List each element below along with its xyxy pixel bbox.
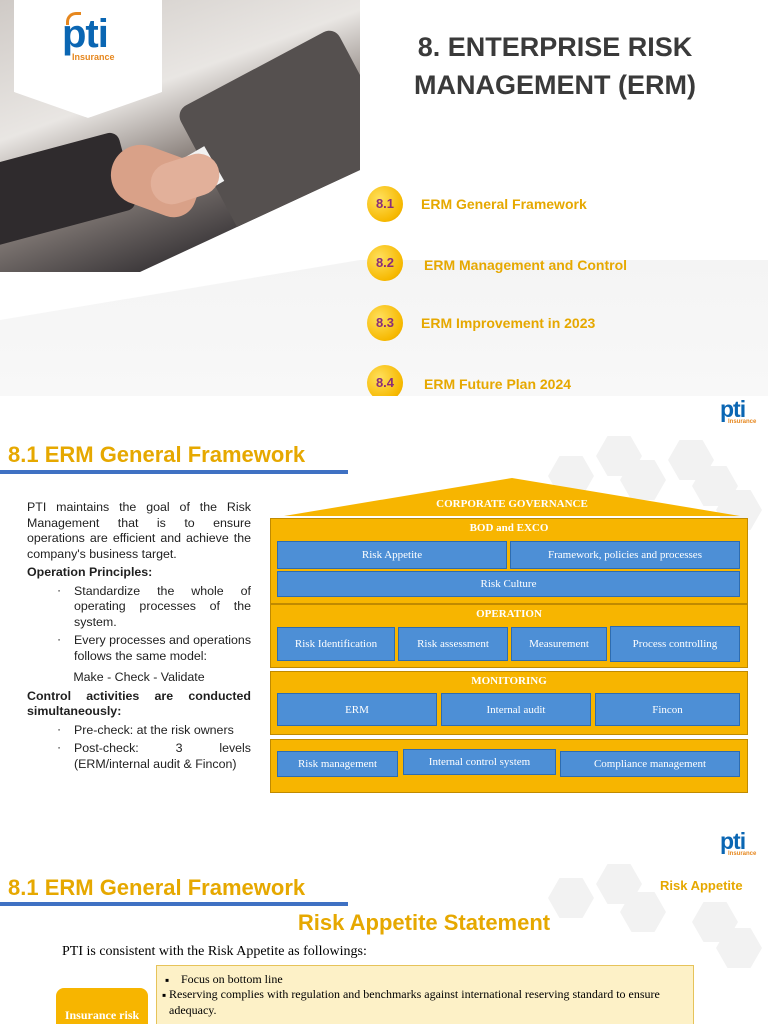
intro-paragraph: PTI maintains the goal of the Risk Manag… — [27, 500, 251, 561]
pti-logo-small: pti Insurance — [720, 396, 757, 426]
logo-subtext: Insurance — [728, 419, 757, 425]
toc-number-8-1[interactable]: 8.1 — [367, 186, 403, 222]
toc-number-8-3[interactable]: 8.3 — [367, 305, 403, 341]
bullet-marker: ▪ — [162, 988, 167, 1002]
section-title: 8.1 ERM General Framework — [8, 442, 306, 467]
risk-management-box: Risk management — [277, 751, 398, 777]
logo-shield — [14, 0, 162, 118]
control-item: Pre-check: at the risk owners — [27, 722, 251, 739]
bullet-item: Reserving complies with regulation and b… — [169, 987, 660, 1017]
toc-item-erm-management-control[interactable]: ERM Management and Control — [424, 257, 628, 273]
corporate-governance-roof — [284, 478, 740, 516]
principle-item: Every processes and operations follows t… — [27, 632, 251, 664]
toc-item-erm-general-framework[interactable]: ERM General Framework — [421, 196, 587, 212]
principles-heading: Operation Principles: — [27, 565, 153, 579]
slide-risk-appetite: pti Insurance 8.1 ERM General Framework … — [0, 828, 768, 1024]
compliance-management-box: Compliance management — [560, 751, 740, 777]
risk-assessment-box: Risk assessment — [398, 627, 508, 661]
toc-number-8-2[interactable]: 8.2 — [367, 245, 403, 281]
control-item: Post-check: 3 levels (ERM/internal audit… — [27, 740, 251, 772]
framework-description: PTI maintains the goal of the Risk Manag… — [27, 500, 251, 772]
risk-appetite-box: ▪ Focus on bottom line ▪ Reserving compl… — [156, 965, 694, 1024]
risk-identification-box: Risk Identification — [277, 627, 395, 661]
risk-appetite-heading: Risk Appetite Statement — [297, 910, 551, 935]
logo-text: pti — [720, 396, 746, 422]
slide-erm-general-framework: pti Insurance 8.1 ERM General Framework … — [0, 396, 768, 868]
risk-appetite-intro: PTI is consistent with the Risk Appetite… — [62, 944, 367, 959]
title-underline — [0, 902, 348, 906]
measurement-box: Measurement — [511, 627, 607, 661]
roof-label: CORPORATE GOVERNANCE — [436, 498, 588, 510]
fincon-box: Fincon — [595, 693, 740, 726]
bullet-item: Focus on bottom line — [181, 972, 283, 986]
bullet-marker: ▪ — [165, 973, 170, 987]
slide-enterprise-risk-cover: pti Insurance 8. ENTERPRISE RISK MANAGEM… — [0, 0, 768, 424]
risk-appetite-box: Risk Appetite — [277, 541, 507, 569]
logo-text: pti — [720, 828, 746, 854]
bod-exco-title: BOD and EXCO — [469, 522, 549, 534]
title-line-1: 8. ENTERPRISE RISK — [417, 32, 693, 62]
title-underline — [0, 470, 348, 474]
control-heading: Control activities are conducted simulta… — [27, 688, 251, 719]
principle-item: Standardize the whole of operating proce… — [27, 583, 251, 631]
page-title: 8. ENTERPRISE RISK MANAGEMENT (ERM) — [400, 28, 710, 104]
risk-appetite-tag: Risk Appetite — [660, 878, 743, 893]
monitoring-title: MONITORING — [471, 675, 547, 687]
toc-item-erm-future-plan-2024[interactable]: ERM Future Plan 2024 — [424, 376, 572, 392]
pti-logo-small: pti Insurance — [720, 828, 757, 858]
risk-culture-box: Risk Culture — [277, 571, 740, 597]
toc-number-8-4[interactable]: 8.4 — [367, 365, 403, 401]
model-text: Make - Check - Validate — [73, 670, 205, 684]
internal-audit-box: Internal audit — [441, 693, 591, 726]
title-line-2: MANAGEMENT (ERM) — [414, 70, 696, 100]
erm-box: ERM — [277, 693, 437, 726]
insurance-risk-badge: Insurance risk — [56, 988, 148, 1024]
section-title: 8.1 ERM General Framework — [8, 875, 306, 900]
logo-subtext: Insurance — [728, 851, 757, 857]
pti-logo: pti Insurance — [62, 12, 115, 62]
operation-title: OPERATION — [476, 608, 542, 620]
logo-subtext: Insurance — [72, 52, 115, 62]
internal-control-system-box: Internal control system — [403, 749, 556, 775]
toc-item-erm-improvement-2023[interactable]: ERM Improvement in 2023 — [421, 315, 596, 331]
framework-policies-box: Framework, policies and processes — [510, 541, 740, 569]
process-controlling-box: Process controlling — [610, 626, 740, 662]
